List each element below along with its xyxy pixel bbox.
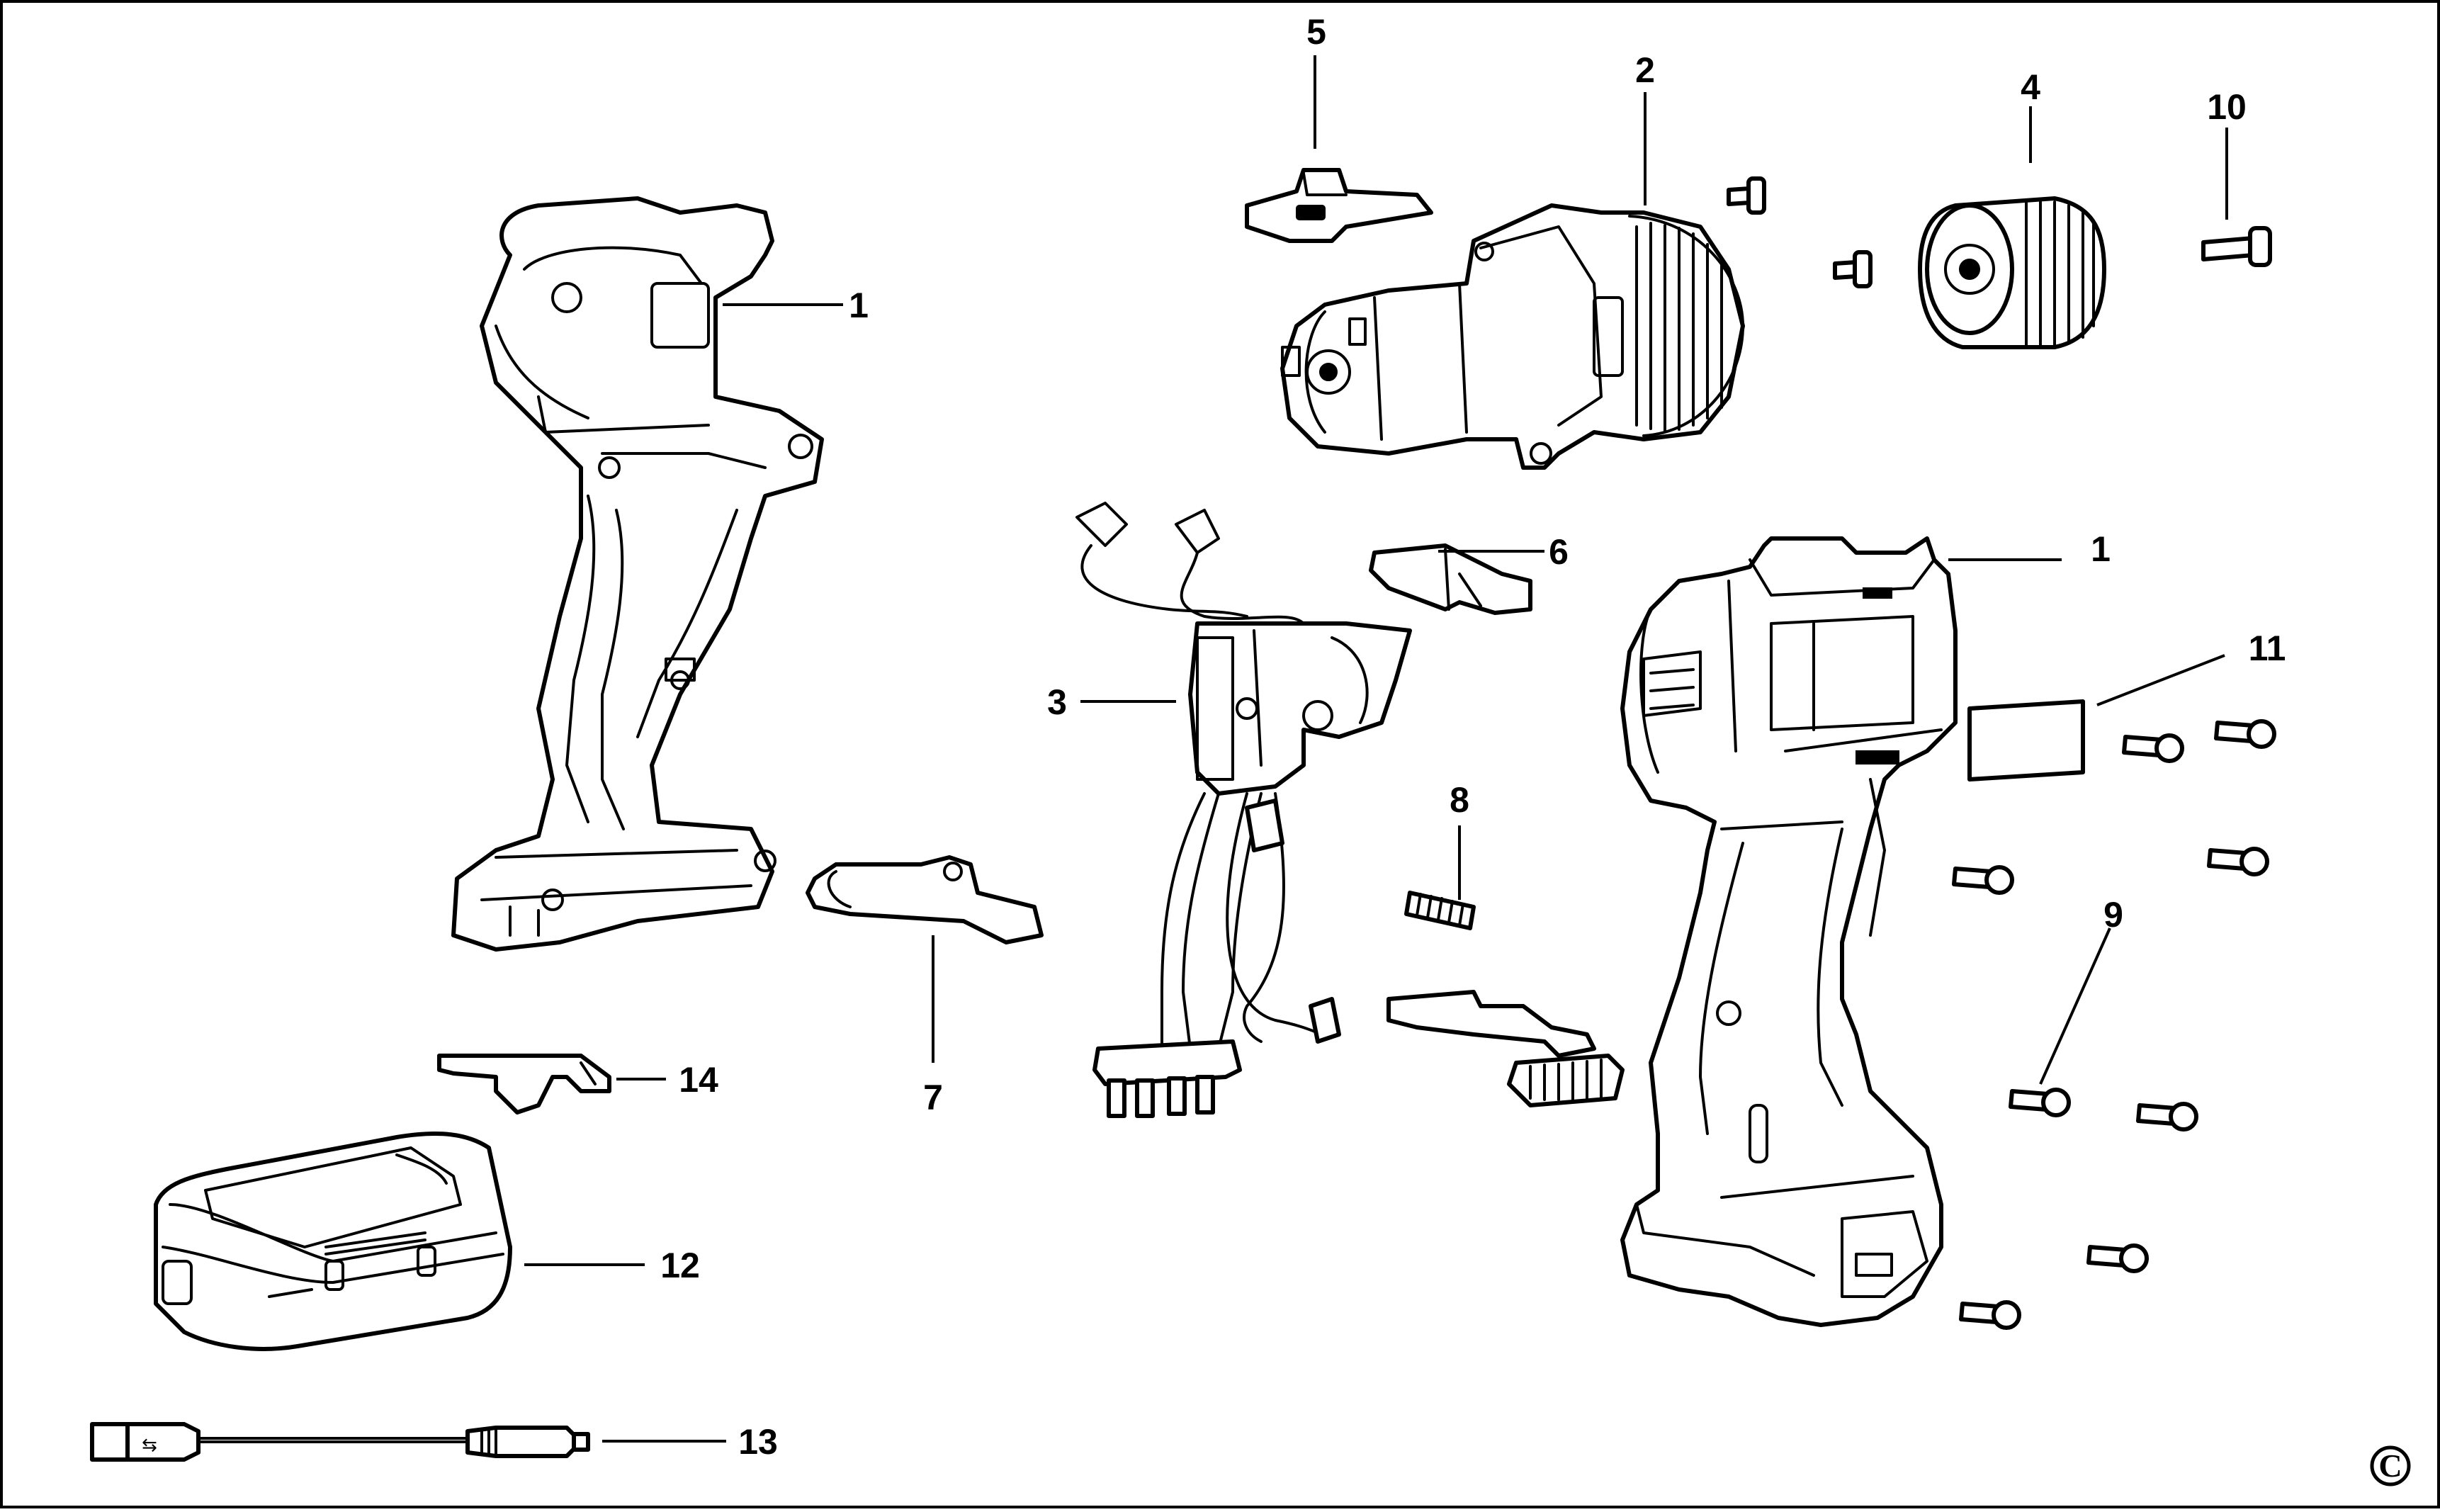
chuck-screw: [2201, 226, 2272, 267]
svg-text:⇆: ⇆: [142, 1435, 157, 1456]
housing-screws: [1952, 719, 2276, 1330]
trigger-switch-assembly: [1075, 502, 1412, 1118]
callout-3: 3: [1047, 682, 1067, 722]
carry-case: [154, 1132, 512, 1351]
housing-assembled-right: [1620, 536, 1958, 1327]
forward-reverse-switch: [1245, 168, 1433, 243]
callout-1-left: 1: [849, 286, 869, 325]
callout-10: 10: [2207, 87, 2247, 127]
screws-top: [1727, 176, 1873, 288]
callout-1-right: 1: [2091, 529, 2111, 569]
badge-label: [1967, 699, 2085, 782]
callout-11: 11: [2249, 628, 2286, 668]
callout-5: 5: [1306, 12, 1326, 52]
callout-14: 14: [679, 1060, 718, 1100]
callout-6: 6: [1549, 532, 1569, 572]
leader-lines: [524, 55, 2228, 1443]
slider-button: [1369, 543, 1532, 615]
callout-labels: 1 1 2 3 4 5 6 7 8 9 10 11 12 13 14: [660, 12, 2286, 1462]
callout-13: 13: [738, 1422, 778, 1462]
spring: [1404, 891, 1476, 930]
callout-9: 9: [2103, 895, 2123, 935]
motor-gearbox-assembly: [1280, 203, 1745, 470]
belt-clip: [806, 855, 1044, 944]
copyright-mark: C: [2370, 1445, 2411, 1486]
callout-8: 8: [1450, 780, 1469, 820]
callout-4: 4: [2021, 67, 2040, 107]
chuck: [1918, 196, 2106, 349]
copyright-symbol: C: [2378, 1448, 2402, 1484]
callout-2: 2: [1635, 50, 1655, 90]
housing-half-left: [451, 196, 824, 952]
usb-cable: ⇆: [90, 1422, 590, 1462]
bit-holder: [437, 1054, 611, 1115]
battery-latch: [1386, 990, 1625, 1107]
callout-12: 12: [660, 1246, 700, 1285]
callout-7: 7: [923, 1078, 943, 1117]
